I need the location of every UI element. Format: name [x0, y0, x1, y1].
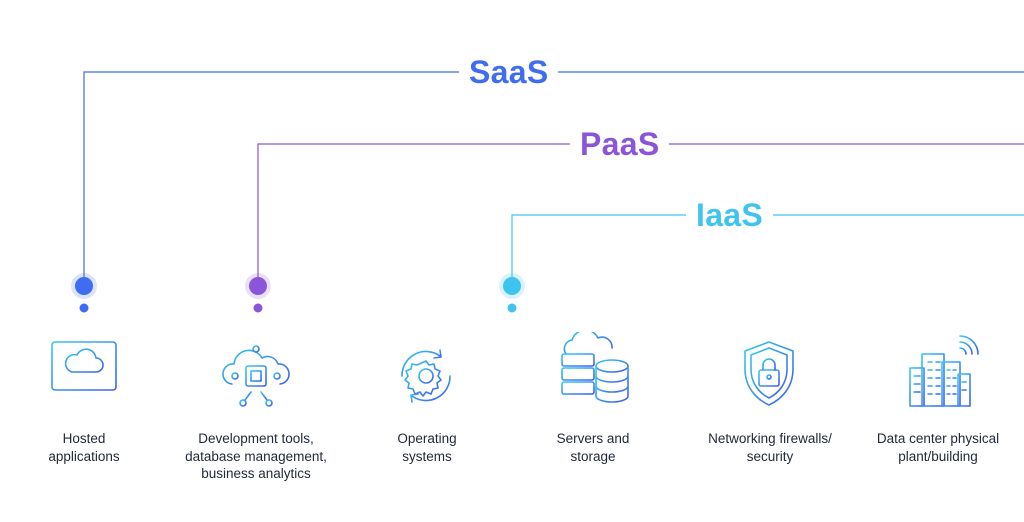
caption-networking-security: Networking firewalls/ security	[708, 431, 832, 464]
building-antenna-icon	[903, 335, 979, 407]
iaas-connector-line	[511, 214, 1024, 287]
server-database-icon	[561, 332, 629, 403]
tier-label-paas: PaaS	[570, 126, 670, 162]
caption-development-tools: Development tools, database management, …	[185, 431, 327, 481]
tier-label-saas: SaaS	[459, 54, 559, 90]
paas-connector-line	[257, 143, 1024, 287]
caption-hosted-applications: Hosted applications	[48, 431, 120, 464]
saas-marker	[75, 277, 93, 295]
tier-label-iaas: IaaS	[686, 197, 774, 233]
paas-marker	[249, 277, 267, 295]
paas-marker-dot	[253, 303, 263, 313]
cloud-chip-icon	[222, 345, 290, 407]
iaas-marker-dot	[507, 303, 517, 313]
cloud-monitor-icon	[51, 341, 117, 405]
gear-cycle-icon	[401, 349, 451, 403]
caption-data-center: Data center physical plant/building	[876, 431, 1000, 464]
caption-operating-systems: Operating systems	[397, 431, 457, 464]
shield-lock-icon	[744, 341, 794, 406]
saas-marker-dot	[79, 303, 89, 313]
caption-servers-storage: Servers and storage	[556, 431, 630, 464]
iaas-marker	[503, 277, 521, 295]
saas-connector-line	[83, 71, 1024, 287]
